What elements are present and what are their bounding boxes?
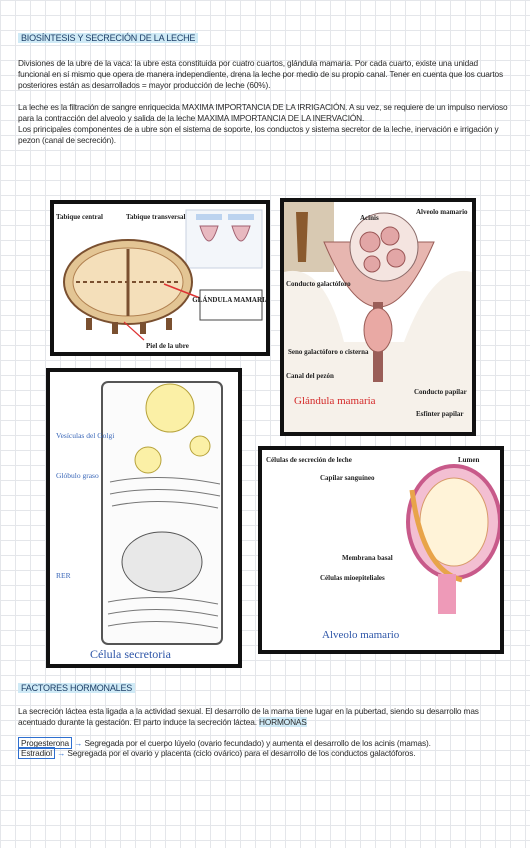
inset-tag-right (228, 214, 254, 220)
paragraph-divisiones: Divisiones de la ubre de la vaca: la ubr… (18, 58, 503, 90)
secrecion-text: La secreción láctea esta ligada a la act… (18, 706, 479, 727)
teat-4 (166, 318, 172, 330)
teat-1 (86, 318, 92, 330)
label-esfinter-papilar: Esfinter papilar (416, 410, 464, 418)
label-mioepiteliales: Células mioepiteliales (320, 574, 385, 582)
hormone-desc: Segregada por el ovario y placenta (cicl… (67, 748, 416, 759)
label-alveolo: Alveolo mamario (416, 208, 468, 216)
label-canal-pezon: Canal del pezón (286, 372, 334, 380)
label-tabique-transversal: Tabique transversal (126, 213, 186, 221)
label-lumen: Lumen (458, 456, 480, 464)
hormone-name-estradiol: Estradiol (18, 747, 55, 760)
teat-3 (140, 322, 146, 334)
label-piel-ubre: Piel de la ubre (146, 342, 189, 350)
acinus-3 (386, 248, 406, 268)
paragraph-componentes: Los principales componentes de a ubre so… (18, 123, 499, 145)
paragraph-secrecion: La secreción láctea esta ligada a la act… (18, 706, 508, 728)
label-acinis-text: Acinis (360, 214, 379, 222)
label-conducto-papilar: Conducto papilar (414, 388, 467, 396)
hormonas-tag: HORMONAS (259, 716, 307, 727)
cow-leg-photo (284, 202, 334, 272)
figure-alveolus: Células de secreción de leche Lumen Capi… (258, 446, 504, 654)
fat-globule-small (189, 435, 211, 457)
hormone-desc: Segregada por el cuerpo lúyelo (ovario f… (84, 737, 431, 748)
cell-title: Célula secretoria (90, 647, 172, 661)
inset-udder-right (231, 225, 251, 242)
hormone-name-progesterona: Progesterona (18, 736, 73, 749)
arrow-icon: → (74, 737, 83, 748)
section-heading-hormonales: FACTORES HORMONALES (18, 683, 136, 693)
pointer-gland (163, 283, 201, 299)
label-capilar: Capilar sanguíneo (320, 474, 375, 482)
paragraph-irrigacion: La leche es la filtración de sangre enri… (18, 102, 508, 124)
figure-udder-section: Tabique central Tabique transversal GLÁN… (50, 200, 270, 356)
udder-illustration: Tabique central Tabique transversal GLÁN… (56, 209, 266, 350)
intro-text: Divisiones de la ubre de la vaca: la ubr… (18, 58, 508, 146)
pointer-skin (123, 321, 145, 341)
figure-secretory-cell: Vesículas del Golgi Glóbulo graso RER Cé… (46, 368, 242, 668)
section-heading-biosintesis: BIOSÍNTESIS Y SECRECIÓN DE LA LECHE (18, 33, 199, 43)
gland-label-box (199, 289, 263, 321)
gland-illustration: Acinis Alveolo mamario Conducto galactóf… (284, 202, 472, 432)
hormone-item: Estradiol → Segregada por el ovario y pl… (18, 747, 508, 760)
fat-globule-mid (134, 446, 162, 474)
label-tabique-central: Tabique central (56, 213, 103, 221)
label-vesiculas-golgi: Vesículas del Golgi (56, 431, 114, 440)
hormones-text: La secreción láctea esta ligada a la act… (18, 706, 508, 760)
cell-illustration: Vesículas del Golgi Glóbulo graso RER Cé… (56, 381, 223, 661)
gland-cistern (363, 307, 393, 353)
inset-tag-left (196, 214, 222, 220)
label-rer: RER (56, 571, 71, 580)
label-celulas-secrecion: Células de secreción de leche (266, 456, 352, 464)
fat-globule-top (145, 383, 195, 433)
teat-2 (112, 322, 118, 334)
label-globulo-graso: Glóbulo graso (56, 471, 99, 480)
alveolus-title: Alveolo mamario (322, 629, 400, 641)
nucleus (121, 531, 203, 593)
rer-membranes (107, 596, 219, 629)
acinus-1 (359, 231, 381, 253)
golgi-stacks (109, 476, 221, 509)
label-membrana-basal: Membrana basal (342, 554, 393, 562)
acinis-cluster (349, 212, 419, 282)
label-glandula-mamaria: GLÁNDULA MAMARIA (192, 296, 266, 304)
label-conducto-galactoforo: Conducto galactóforo (286, 280, 351, 288)
hormone-item: Progesterona → Segregada por el cuerpo l… (18, 736, 508, 749)
acinus-2 (380, 226, 400, 246)
label-seno: Seno galactóforo o cisterna (288, 348, 369, 356)
figure-mammary-gland: Acinis Alveolo mamario Conducto galactóf… (280, 198, 476, 436)
acinus-4 (363, 255, 381, 273)
alveolus-illustration: Células de secreción de leche Lumen Capi… (266, 456, 500, 641)
inset-udder-left (199, 225, 219, 242)
arrow-icon: → (57, 748, 66, 759)
cow-leg (296, 212, 308, 262)
gland-title: Glándula mamaria (294, 395, 376, 407)
alveolar-duct (438, 574, 456, 614)
